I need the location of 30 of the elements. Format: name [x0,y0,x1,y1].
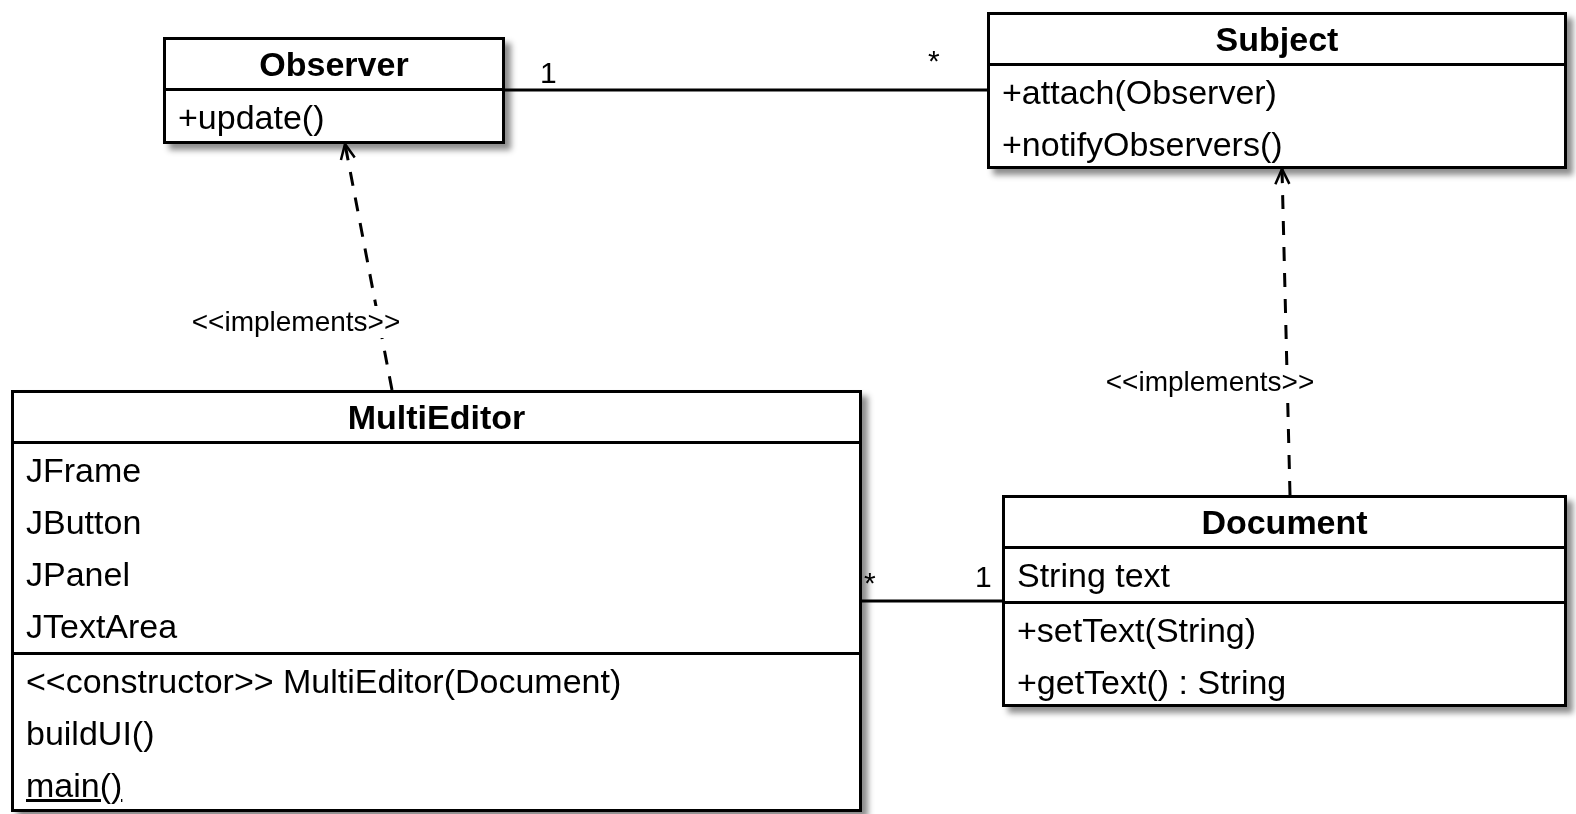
multiplicity-label: * [928,44,940,78]
class-box [987,12,1567,169]
class-name: Observer [166,40,502,91]
member-text: JFrame [25,450,143,491]
class-name: Subject [990,15,1564,66]
member-text: <<constructor>> MultiEditor(Document) [25,661,623,702]
class-box [163,37,505,144]
member-text: JTextArea [25,606,179,647]
edge-label: <<implements>> [191,306,401,338]
member-text: JButton [25,502,143,543]
association-line [505,88,987,92]
member-text: String text [1016,555,1172,596]
member-text: +attach(Observer) [1001,72,1278,113]
dashed-arrow [339,142,394,391]
member-text: +update() [177,97,326,138]
multiplicity-label: * [864,566,876,600]
member-text: buildUI() [25,713,156,754]
dashed-arrow [1274,167,1292,496]
member-text: +getText() : String [1016,662,1288,703]
member-text: JPanel [25,554,131,595]
class-name: MultiEditor [14,393,859,444]
association-line [862,599,1002,603]
multiplicity-label: 1 [975,560,992,594]
class-name: Document [1005,498,1564,549]
member-text: +setText(String) [1016,610,1258,651]
multiplicity-label: 1 [540,56,557,90]
class-box [1002,495,1567,707]
member-text: main() [25,765,124,806]
class-box [11,390,862,812]
member-text: +notifyObservers() [1001,124,1284,165]
